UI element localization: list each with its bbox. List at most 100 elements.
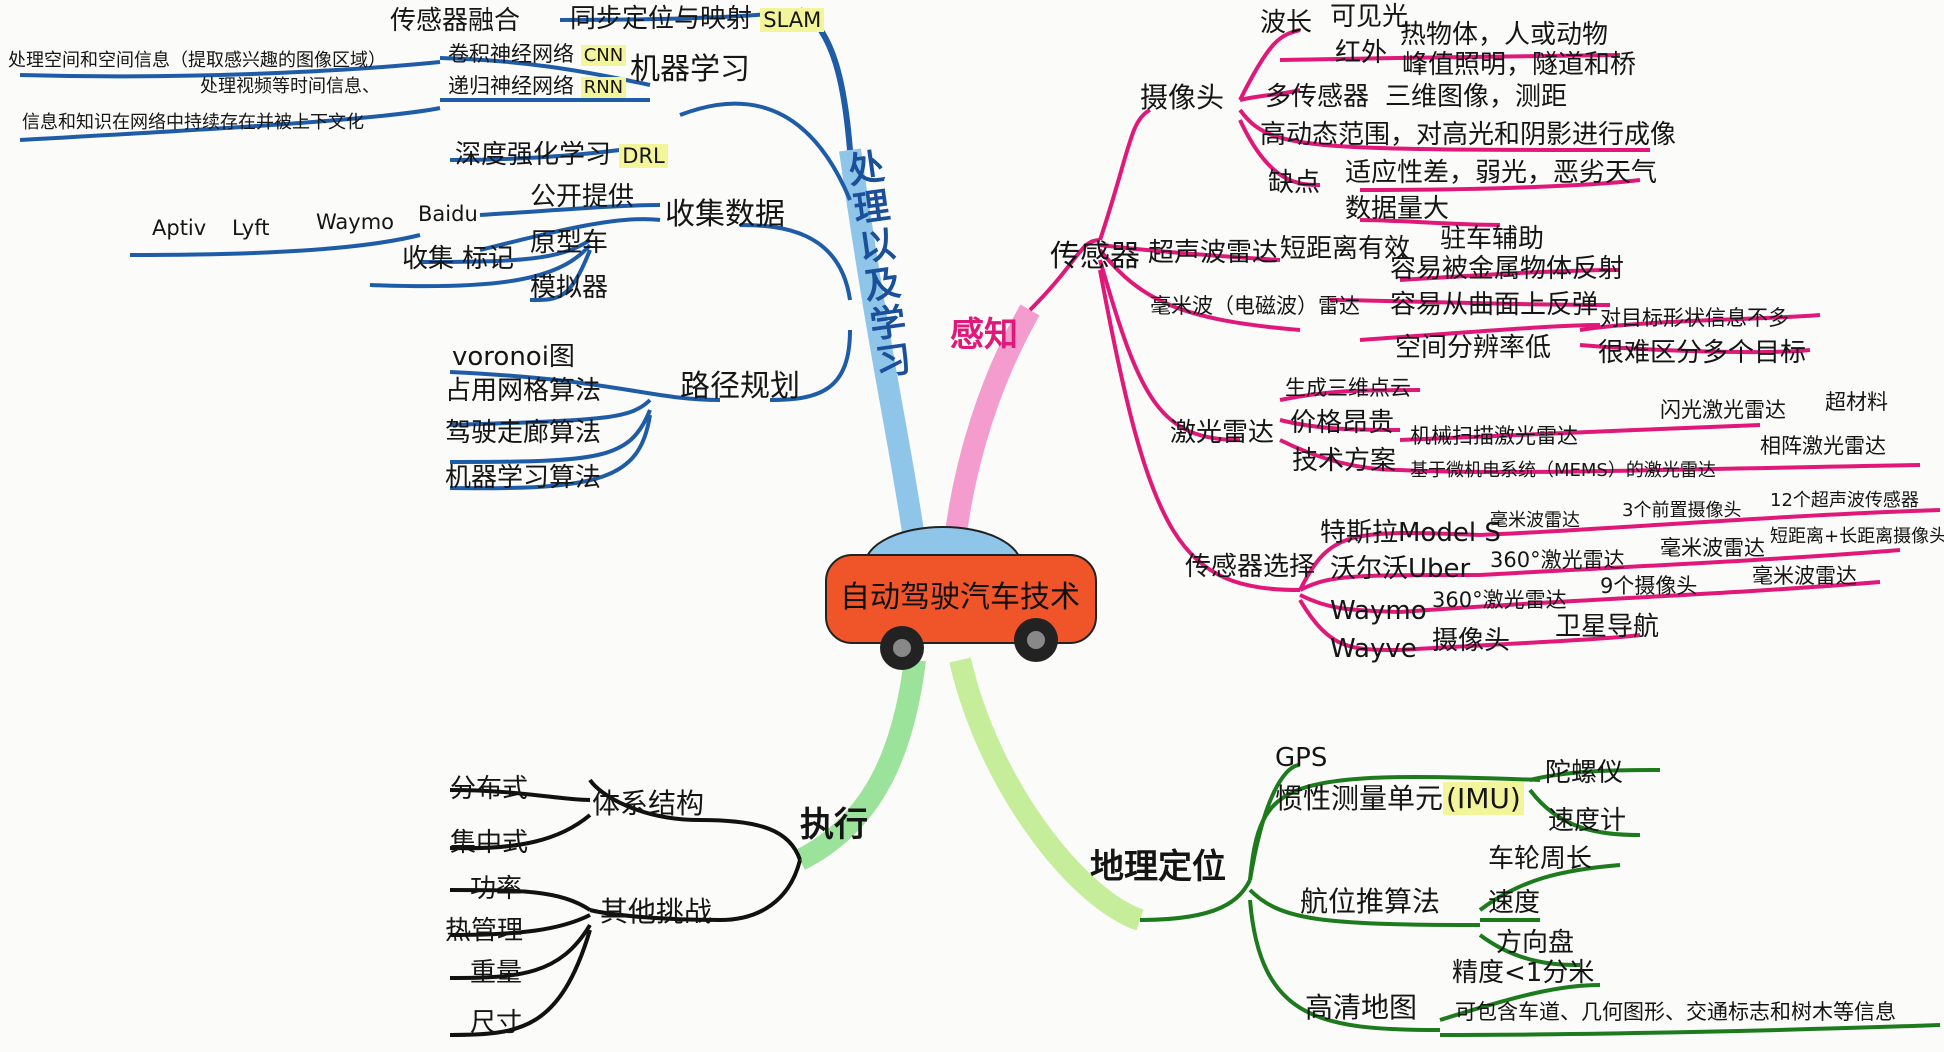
- node-peak-light: 峰值照明，隧道和桥: [1402, 50, 1637, 80]
- node-weight: 重量: [470, 958, 523, 988]
- node-cnn: 卷积神经网络 CNN: [448, 42, 627, 66]
- cnn-tag: CNN: [580, 45, 627, 66]
- node-cons: 缺点: [1268, 168, 1321, 198]
- node-visible: 可见光: [1330, 2, 1409, 32]
- slam-label: 同步定位与映射: [570, 4, 753, 34]
- rnn-label: 递归神经网络: [448, 74, 574, 98]
- drl-label: 深度强化学习: [455, 140, 612, 170]
- node-slam: 同步定位与映射 SLAM: [570, 4, 825, 34]
- node-speed: 速度: [1488, 888, 1541, 918]
- node-contains: 可包含车道、几何图形、交通标志和树木等信息: [1455, 1000, 1896, 1024]
- node-precision: 精度<1分米: [1452, 958, 1595, 988]
- node-grid: 占用网格算法: [445, 376, 602, 406]
- waymo-item: 360°激光雷达: [1432, 588, 1567, 612]
- node-adapt: 适应性差，弱光，恶劣天气: [1345, 158, 1658, 188]
- waymo-item: 9个摄像头: [1600, 574, 1698, 598]
- geo-title: 地理定位: [1090, 847, 1226, 887]
- node-hard-multi: 很难区分多个目标: [1598, 338, 1807, 368]
- node-mech: 机械扫描激光雷达: [1410, 424, 1578, 448]
- volvo-item: 短距离+长距离摄像头: [1770, 526, 1944, 547]
- node-corridor: 驾驶走廊算法: [445, 418, 602, 448]
- execution-title: 执行: [800, 805, 868, 845]
- node-phased: 相阵激光雷达: [1760, 434, 1886, 458]
- node-centralized: 集中式: [450, 828, 529, 858]
- node-data: 数据量大: [1345, 194, 1450, 224]
- node-price: 价格昂贵: [1290, 408, 1395, 438]
- node-wheel2: 方向盘: [1496, 928, 1575, 958]
- node-public: 公开提供: [530, 182, 635, 212]
- node-path: 路径规划: [680, 369, 800, 404]
- tesla-item: 毫米波雷达: [1490, 510, 1580, 531]
- node-volvo: 沃尔沃Uber: [1330, 554, 1471, 584]
- node-rnn-desc2: 信息和知识在网络中持续存在并被上下文化: [22, 112, 364, 133]
- node-flash: 闪光激光雷达: [1660, 398, 1786, 422]
- tesla-item: 3个前置摄像头: [1622, 500, 1742, 521]
- node-mems: 基于微机电系统（MEMS）的激光雷达: [1410, 460, 1716, 481]
- node-infrared: 红外: [1335, 38, 1388, 68]
- perception-title: 感知: [950, 315, 1018, 355]
- node-thermal: 热管理: [445, 916, 524, 946]
- node-imu: 惯性测量单元(IMU): [1275, 782, 1524, 815]
- node-wavelength: 波长: [1260, 8, 1313, 38]
- node-tesla: 特斯拉Model S: [1320, 518, 1501, 548]
- node-gps: GPS: [1275, 743, 1328, 773]
- cnn-label: 卷积神经网络: [448, 42, 574, 66]
- node-gyro: 陀螺仪: [1545, 758, 1624, 788]
- node-dead: 航位推算法: [1300, 885, 1441, 918]
- company-waymo: Waymo: [316, 210, 395, 234]
- imu-tag: (IMU): [1443, 782, 1524, 815]
- company-aptiv: Aptiv: [152, 216, 207, 240]
- node-fusion: 传感器融合: [390, 6, 521, 36]
- trunk-execution: [794, 658, 926, 870]
- company-lyft: Lyft: [232, 216, 270, 240]
- node-select: 传感器选择: [1185, 552, 1316, 582]
- rnn-tag: RNN: [580, 77, 627, 98]
- node-wayve: Wayve: [1330, 634, 1417, 664]
- node-ultra: 超声波雷达: [1148, 238, 1279, 268]
- node-mmw: 毫米波（电磁波）雷达: [1150, 294, 1360, 318]
- processing-title-char: 习: [872, 339, 915, 385]
- node-sensors: 传感器: [1050, 239, 1140, 274]
- node-cnn-desc: 处理空间和空间信息（提取感兴趣的图像区域）: [8, 50, 386, 71]
- node-label: 标记: [462, 244, 515, 274]
- trunk-perception: [944, 304, 1040, 542]
- node-hd: 高清地图: [1305, 991, 1418, 1024]
- node-ml-algo: 机器学习算法: [445, 463, 602, 493]
- node-arch: 体系结构: [592, 787, 705, 820]
- trunk-geo: [949, 657, 1144, 931]
- center-title: 自动驾驶汽车技术: [840, 580, 1080, 615]
- node-hdr: 高动态范围，对高光和阴影进行成像: [1260, 120, 1677, 150]
- node-wheel: 车轮周长: [1488, 844, 1593, 874]
- node-short: 短距离有效: [1280, 234, 1411, 264]
- waymo-item: 毫米波雷达: [1752, 564, 1857, 588]
- node-prototype: 原型车: [530, 228, 609, 258]
- company-baidu: Baidu: [418, 202, 478, 226]
- node-little-info: 对目标形状信息不多: [1600, 306, 1789, 330]
- node-meta: 超材料: [1825, 390, 1888, 414]
- node-speedo: 速度计: [1548, 806, 1627, 836]
- node-voronoi: voronoi图: [452, 342, 575, 372]
- wayve-item: 卫星导航: [1555, 612, 1660, 642]
- node-parking: 驻车辅助: [1440, 224, 1545, 254]
- node-distributed: 分布式: [450, 774, 529, 804]
- node-ml: 机器学习: [630, 52, 750, 87]
- node-waymo: Waymo: [1330, 596, 1427, 626]
- node-curved: 容易从曲面上反弹: [1390, 290, 1599, 320]
- node-rnn: 递归神经网络 RNN: [448, 74, 627, 98]
- node-collect: 收集数据: [665, 197, 785, 232]
- wayve-item: 摄像头: [1432, 626, 1511, 656]
- node-collect2: 收集: [402, 244, 455, 274]
- node-stereo: 三维图像，测距: [1385, 82, 1568, 112]
- node-power: 功率: [470, 874, 523, 904]
- tesla-item: 12个超声波传感器: [1770, 490, 1919, 511]
- node-simulator: 模拟器: [530, 273, 609, 303]
- node-pointcloud: 生成三维点云: [1285, 376, 1411, 400]
- node-metal: 容易被金属物体反射: [1390, 254, 1625, 284]
- volvo-item: 360°激光雷达: [1490, 548, 1625, 572]
- imu-label: 惯性测量单元: [1275, 782, 1444, 815]
- node-camera: 摄像头: [1140, 81, 1225, 114]
- node-rnn-desc1: 处理视频等时间信息、: [200, 76, 380, 97]
- node-drl: 深度强化学习 DRL: [455, 142, 668, 168]
- trunk-processing: [839, 148, 926, 547]
